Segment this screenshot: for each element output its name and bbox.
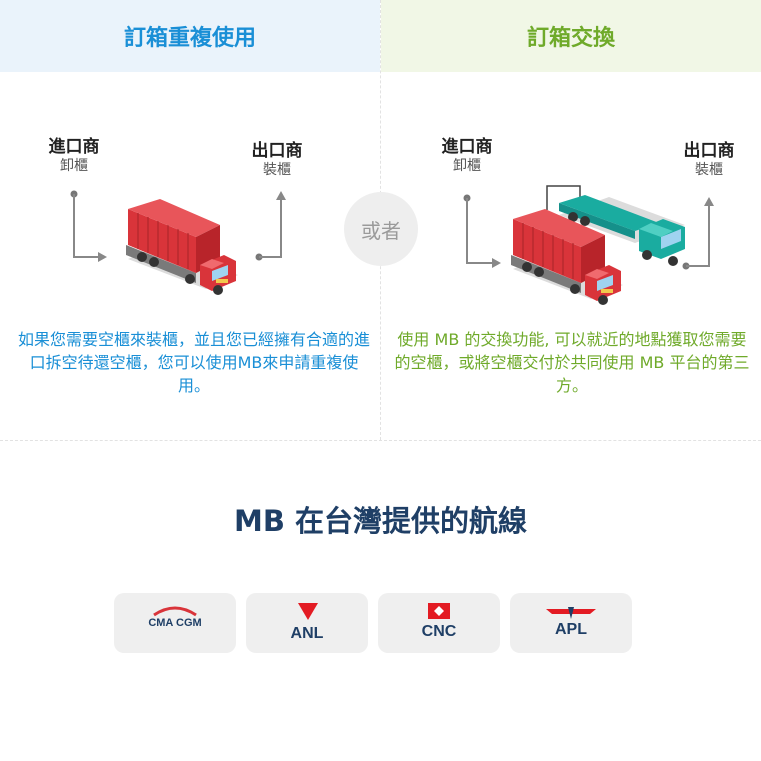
exchange-exporter-label: 出口商 裝櫃 [679,141,739,178]
exchange-red-truck-illustration [511,209,623,305]
anl-logo-icon [298,603,318,620]
reuse-truck-illustration [126,199,238,295]
exporter-sub: 裝櫃 [695,161,723,178]
cnc-logo-icon [428,603,450,619]
cma-cgm-logo-icon [153,606,197,617]
exporter-title: 出口商 [251,141,303,161]
carrier-card-anl[interactable]: ANL [246,593,368,653]
exchange-description: 使用 MB 的交換功能, 可以就近的地點獲取您需要的空櫃，或將空櫃交付於共同使用… [394,330,750,395]
exchange-teal-truck-illustration [559,195,685,266]
reuse-flow-in-arrow [70,190,286,262]
importer-sub: 卸櫃 [60,157,88,174]
tab-reuse-header[interactable]: 訂箱重複使用 [0,0,380,72]
carrier-name: APL [555,621,587,638]
reuse-exporter-label: 出口商 裝櫃 [247,141,307,178]
carrier-list: CMA CGM ANL CNC APL [114,593,632,653]
importer-title: 進口商 [48,137,100,157]
exporter-sub: 裝櫃 [263,161,291,178]
carrier-card-apl[interactable]: APL [510,593,632,653]
tab-exchange-header[interactable]: 訂箱交換 [381,0,761,72]
carrier-name: ANL [290,625,324,642]
carrier-name: CMA CGM [148,617,202,629]
importer-sub: 卸櫃 [453,157,481,174]
section-divider [0,440,761,441]
carrier-card-cma-cgm[interactable]: CMA CGM [114,593,236,653]
reuse-importer-label: 進口商 卸櫃 [44,137,104,174]
carrier-name: CNC [421,623,457,640]
exporter-title: 出口商 [683,141,735,161]
importer-title: 進口商 [441,137,493,157]
carriers-section-title: MB 在台灣提供的航線 [233,504,528,538]
exchange-flow-arrows [463,185,714,270]
reuse-description: 如果您需要空櫃來裝櫃，並且您已經擁有合適的進口拆空待還空櫃，您可以使用MB來申請… [17,330,370,395]
carrier-card-cnc[interactable]: CNC [378,593,500,653]
exchange-importer-label: 進口商 卸櫃 [437,137,497,174]
apl-logo-icon [546,607,596,619]
or-separator-badge: 或者 [344,192,418,266]
